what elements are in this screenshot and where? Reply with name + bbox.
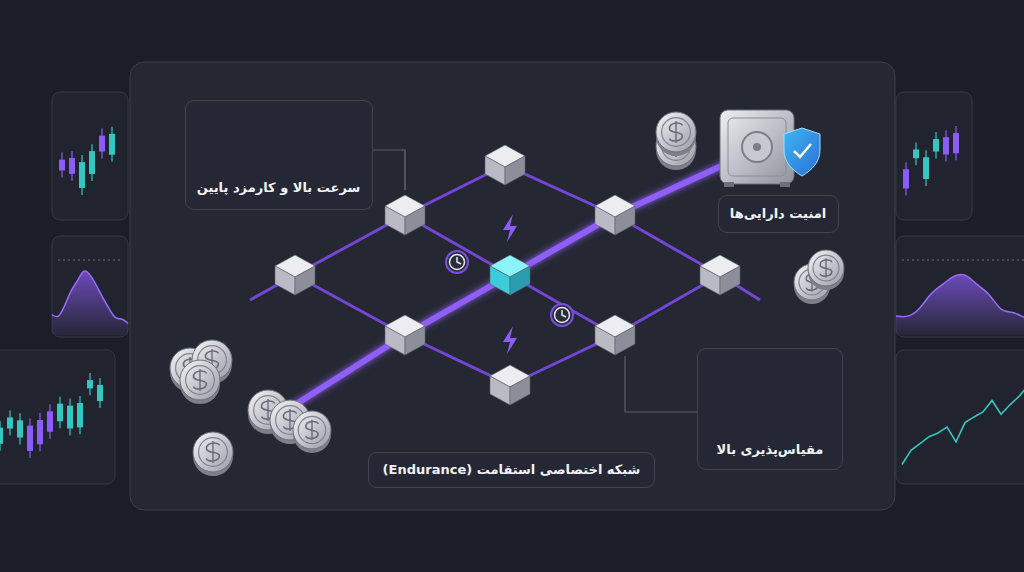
block-cube	[385, 315, 425, 355]
block-cube	[490, 365, 530, 405]
coin-icon	[656, 112, 696, 156]
leader-line	[625, 356, 697, 412]
network-label-box: شبکه اختصاصی استقامت (Endurance)	[368, 452, 655, 488]
chart-panel	[52, 92, 128, 220]
callout-text: امنیت دارایی‌ها	[730, 206, 826, 223]
callout-text: مقیاس‌پذیری بالا	[717, 442, 824, 459]
callout-text: سرعت بالا و کارمزد پایین	[197, 180, 361, 197]
vault-icon	[720, 110, 794, 187]
block-cube	[275, 255, 315, 295]
block-cube	[595, 315, 635, 355]
lightning-icon	[503, 326, 517, 354]
block-cube	[490, 255, 530, 295]
block-cube	[700, 255, 740, 295]
block-cube	[485, 145, 525, 185]
chart-panel	[896, 350, 1024, 484]
feature-callout: امنیت دارایی‌ها	[718, 195, 839, 233]
feature-callout: سرعت بالا و کارمزد پایین	[185, 100, 373, 210]
shield-icon	[784, 128, 820, 176]
coin-icon	[293, 411, 331, 453]
chart-panel	[896, 236, 1024, 337]
lightning-icon	[503, 214, 517, 242]
clock-icon	[551, 304, 573, 326]
chart-panel	[0, 350, 115, 484]
chart-panel	[896, 92, 972, 220]
callout-text: شبکه اختصاصی استقامت (Endurance)	[383, 462, 641, 479]
coin-icon	[180, 360, 220, 404]
coin-icon	[193, 432, 233, 476]
block-cube	[595, 195, 635, 235]
main-panel	[130, 62, 895, 510]
feature-callout: مقیاس‌پذیری بالا	[697, 348, 843, 470]
coin-icon	[808, 250, 844, 290]
chart-panel	[52, 236, 128, 337]
clock-icon	[446, 251, 468, 273]
block-cube	[385, 195, 425, 235]
